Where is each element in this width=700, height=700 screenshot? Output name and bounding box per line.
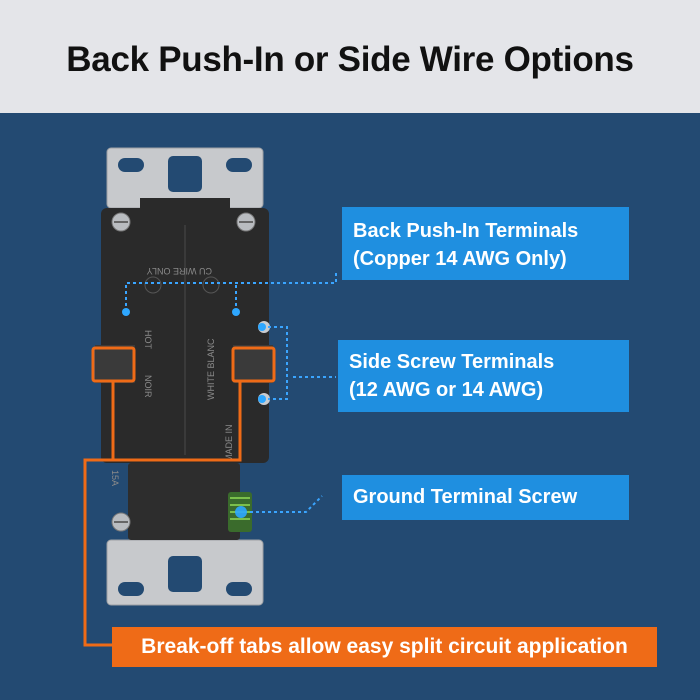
break-off-tabs-banner: Break-off tabs allow easy split circuit …: [112, 627, 657, 667]
callout-lines: [125, 270, 337, 513]
back-push-in-subtitle: (Copper 14 AWG Only): [353, 248, 567, 270]
cu-wire-text: CU WIRE ONLY: [147, 266, 212, 276]
ground-title: Ground Terminal Screw: [353, 486, 578, 508]
white-blanc-text: WHITE BLANC: [206, 338, 216, 400]
push-in-hole-left: [122, 308, 130, 316]
side-screw-title: Side Screw Terminals: [349, 351, 555, 373]
side-screw-marker-top: [258, 323, 266, 331]
made-in-text: MADE IN: [224, 424, 234, 462]
side-screw-marker-bottom: [258, 395, 266, 403]
bottom-mounting-strap: [106, 539, 264, 606]
hot-text: HOT: [143, 330, 153, 350]
amp-text: 15A: [110, 470, 120, 486]
outlet-body: [101, 198, 269, 540]
push-in-hole-right: [232, 308, 240, 316]
side-screw-subtitle: (12 AWG or 14 AWG): [349, 379, 544, 401]
ground-screw: [228, 492, 252, 532]
break-off-highlight: [83, 346, 276, 647]
page-title: Back Push-In or Side Wire Options: [66, 40, 634, 79]
back-push-in-panel: Back Push-In Terminals (Copper 14 AWG On…: [342, 207, 629, 280]
top-mounting-strap: [106, 147, 264, 209]
back-push-in-title: Back Push-In Terminals: [353, 220, 579, 242]
strap-screws: [111, 212, 256, 532]
ground-panel: Ground Terminal Screw: [342, 475, 629, 520]
header-band: [0, 0, 700, 113]
side-screw-panel: Side Screw Terminals (12 AWG or 14 AWG): [338, 340, 629, 412]
noir-text: NOIR: [143, 375, 153, 398]
